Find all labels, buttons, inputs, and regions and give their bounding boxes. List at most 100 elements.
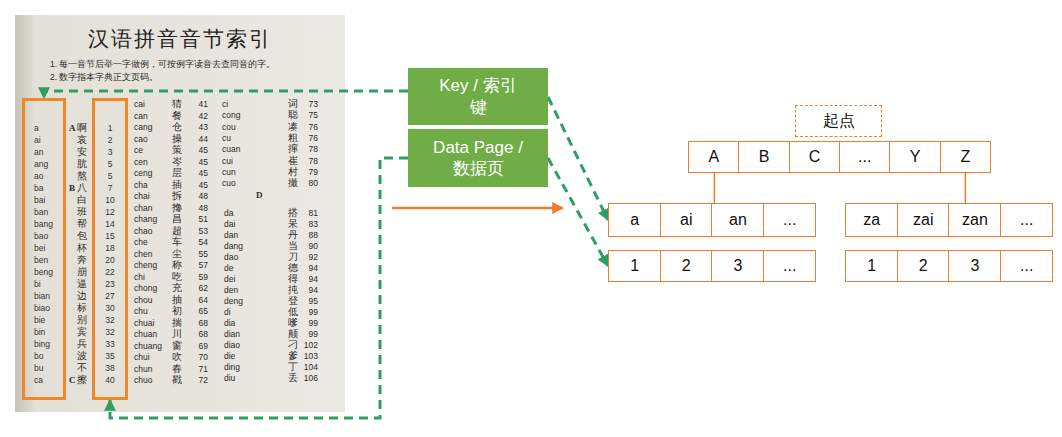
page-number: 90 bbox=[298, 240, 318, 252]
node-text: ... bbox=[783, 211, 796, 229]
syllable: di bbox=[224, 306, 231, 318]
page-number: 78 bbox=[298, 143, 318, 155]
example-char: 扽 bbox=[288, 284, 298, 296]
example-char: 德 bbox=[288, 262, 298, 274]
letter-cell: C bbox=[789, 141, 841, 173]
example-char: 层 bbox=[172, 167, 182, 179]
syllable-cell: a bbox=[608, 203, 661, 237]
example-char: 川 bbox=[172, 328, 182, 340]
page-cell: 2 bbox=[897, 250, 950, 282]
page-number: 99 bbox=[298, 328, 318, 340]
syllable: diu bbox=[224, 372, 235, 384]
example-char: 充 bbox=[172, 282, 182, 294]
example-char: 八 bbox=[77, 182, 87, 194]
page-number: 80 bbox=[298, 177, 318, 189]
page-number: 73 bbox=[298, 98, 318, 110]
syllable: chai bbox=[134, 190, 150, 202]
node-text: ai bbox=[680, 211, 692, 229]
page-number: 64 bbox=[186, 294, 208, 306]
example-char: 撺 bbox=[288, 143, 298, 155]
page-number: 92 bbox=[298, 251, 318, 263]
page-column-outline: 1 2 3 5 5 7 10 12 14 15 18 20 22 23 27 3… bbox=[92, 98, 128, 400]
dictionary-photo bbox=[15, 15, 345, 412]
example-char: 当 bbox=[288, 240, 298, 252]
example-char: 崩 bbox=[77, 266, 87, 278]
example-char: 丁 bbox=[288, 361, 298, 373]
example-char: 拆 bbox=[172, 190, 182, 202]
node-text: zai bbox=[913, 211, 933, 229]
example-char: 吃 bbox=[172, 271, 182, 283]
example-char: 兵 bbox=[77, 338, 87, 350]
example-char: 聪 bbox=[288, 109, 298, 121]
page-number: 76 bbox=[298, 132, 318, 144]
page-number: 94 bbox=[298, 262, 318, 274]
page-number: 54 bbox=[186, 236, 208, 248]
page-number: 75 bbox=[298, 109, 318, 121]
example-char: 凑 bbox=[288, 121, 298, 133]
syllable: dan bbox=[224, 229, 238, 241]
example-char: 逼 bbox=[77, 278, 87, 290]
page-note: 2. 数字指本字典正文页码。 bbox=[50, 71, 158, 83]
syllable: chuai bbox=[134, 317, 154, 329]
page-number: 81 bbox=[298, 207, 318, 219]
example-char: 得 bbox=[288, 273, 298, 285]
syllable: cha bbox=[134, 179, 148, 191]
syllable-cell: ... bbox=[1000, 203, 1053, 237]
page-cell: 1 bbox=[845, 250, 898, 282]
example-char: 丹 bbox=[288, 229, 298, 241]
page-number: 48 bbox=[186, 190, 208, 202]
page-number: 104 bbox=[298, 361, 318, 373]
node-text: 1 bbox=[630, 257, 639, 275]
example-char: 肮 bbox=[77, 158, 87, 170]
node-text: Data Page / 数据页 bbox=[432, 137, 524, 180]
syllable: dei bbox=[224, 273, 235, 285]
example-char: 车 bbox=[172, 236, 182, 248]
syllable-cell: zai bbox=[897, 203, 950, 237]
syllable: chu bbox=[134, 305, 148, 317]
dashed-pointer bbox=[44, 91, 408, 98]
dashed-pointer bbox=[548, 158, 608, 266]
page-cell: 2 bbox=[660, 250, 713, 282]
page-number: 94 bbox=[298, 284, 318, 296]
node-text: 2 bbox=[919, 257, 928, 275]
example-char: 刀 bbox=[288, 251, 298, 263]
syllable: can bbox=[134, 110, 148, 122]
example-char: 抽 bbox=[172, 294, 182, 306]
example-char: 嗲 bbox=[288, 317, 298, 329]
syllable: chun bbox=[134, 363, 152, 375]
node-text: a ai an ang ao ba bai ban bang bao bei b… bbox=[34, 123, 53, 385]
syllable: cuan bbox=[222, 143, 240, 155]
page-number: 68 bbox=[186, 328, 208, 340]
syllable: cun bbox=[222, 166, 236, 178]
example-char: 词 bbox=[288, 98, 298, 110]
node-text: zan bbox=[962, 211, 988, 229]
page-number: 43 bbox=[186, 121, 208, 133]
example-char: 猜 bbox=[172, 98, 182, 110]
example-char: 标 bbox=[77, 302, 87, 314]
example-char: 安 bbox=[77, 146, 87, 158]
example-char: 初 bbox=[172, 305, 182, 317]
node-text: ... bbox=[783, 257, 796, 275]
data-page-box: Data Page / 数据页 bbox=[408, 129, 548, 187]
page-number: 45 bbox=[186, 167, 208, 179]
page-number: 102 bbox=[298, 339, 318, 351]
node-text: ... bbox=[1020, 257, 1033, 275]
page-note: 1. 每一音节后举一字做例，可按例字读音去查同音的字。 bbox=[50, 58, 275, 70]
syllable: cheng bbox=[134, 259, 157, 271]
node-text: 1 bbox=[867, 257, 876, 275]
example-char: 戳 bbox=[172, 374, 182, 386]
example-char: 擦 bbox=[77, 374, 87, 386]
section-letter: D bbox=[256, 189, 263, 201]
example-char: 杯 bbox=[77, 242, 87, 254]
syllable: cu bbox=[222, 132, 231, 144]
example-char: 奔 bbox=[77, 254, 87, 266]
section-letter: C bbox=[69, 374, 76, 386]
page-number: 79 bbox=[298, 166, 318, 178]
node-text: 2 bbox=[682, 257, 691, 275]
node-text: 3 bbox=[734, 257, 743, 275]
syllable: cui bbox=[222, 155, 233, 167]
section-letter: A bbox=[69, 122, 76, 134]
syllable: ci bbox=[222, 98, 228, 110]
page-number: 68 bbox=[186, 317, 208, 329]
